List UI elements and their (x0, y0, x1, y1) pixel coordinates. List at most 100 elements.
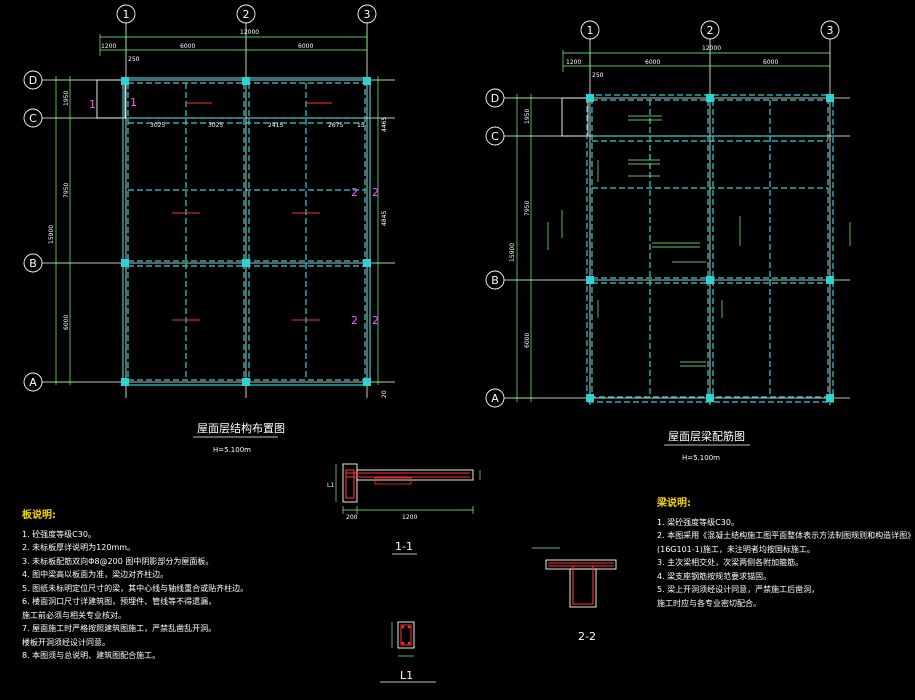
dimension-text: 20 (381, 390, 388, 398)
dimension-text: 250 (128, 56, 140, 63)
section-2-2-detail: 2-2 (532, 547, 617, 643)
dimension-text: 2415 (268, 122, 283, 129)
left-axis-3-bubble: 3 (357, 4, 377, 24)
dimension-text: 15900 (48, 225, 55, 244)
dimension-text: 1200 (101, 43, 116, 50)
section-mark: 2 (351, 186, 358, 199)
axis-label: 3 (364, 8, 371, 21)
left-rebar-marks (172, 102, 332, 321)
left-plan-title: 屋面层结构布置图 (197, 421, 285, 435)
slab-notes: 板说明: 1. 砼强度等级C30。 2. 未标板厚详说明为120mm。 3. 未… (22, 509, 248, 663)
beam-notes: 梁说明: 1. 梁砼强度等级C30。 2. 本图采用《混凝土结构施工图平面整体表… (657, 497, 915, 610)
l1-beam-section-detail: L1 (380, 621, 436, 683)
right-beam-rebar-plan: 1 2 3 D C B A (485, 20, 851, 462)
beam-note-line: 5. 梁上开洞须经设计同意，严禁施工后凿洞， (657, 585, 820, 594)
dimension-text: 1200 (402, 514, 417, 521)
dimension-text: 6000 (645, 59, 660, 66)
slab-note-line: 8. 本图须与总说明、建筑图配合施工。 (22, 651, 161, 660)
left-grid-lines (42, 23, 395, 398)
dimension-text: 7950 (63, 183, 70, 198)
right-plan-elevation: H=5.100m (682, 454, 720, 462)
dimension-text: 3025 (150, 122, 165, 129)
beam-note-line: 4. 梁支座钢筋按规范要求锚固。 (657, 571, 772, 581)
dimension-text: 6000 (298, 43, 313, 50)
dimension-text: 6000 (524, 333, 531, 348)
axis-label: C (491, 130, 499, 143)
right-axis-3-bubble: 3 (820, 20, 840, 40)
section-mark: 2 (372, 314, 379, 327)
right-axis-D-bubble: D (485, 88, 505, 108)
slab-note-line: 3. 未标板配筋双向Φ8@200 图中阴影部分为屋面板。 (22, 556, 214, 566)
section-mark: 1 (89, 98, 96, 111)
slab-note-line: 6. 楼面洞口尺寸详建筑图，预埋件、管线等不得遗漏， (22, 597, 217, 606)
right-axis-C-bubble: C (485, 126, 505, 146)
left-section-marks: 1 1 2 2 2 2 (89, 96, 379, 327)
right-plan-title: 屋面层梁配筋图 (668, 429, 745, 443)
slab-note-line: 7. 屋面施工时严格按照建筑图施工，严禁乱凿乱开洞。 (22, 624, 217, 633)
axis-label: A (29, 376, 37, 389)
dimension-text: 1200 (566, 59, 581, 66)
right-axis-B-bubble: B (485, 270, 505, 290)
detail-l1-label: L1 (400, 669, 413, 682)
dimension-text: 3025 (208, 122, 223, 129)
right-rebar-annotation-marks (547, 115, 851, 367)
slab-note-line: 4. 图中梁高以板面为准，梁边对齐柱边。 (22, 570, 169, 579)
beam-note-line: 施工时应与各专业密切配合。 (657, 598, 761, 608)
section-mark: 1 (130, 96, 137, 109)
left-axis-1-bubble: 1 (116, 4, 136, 24)
axis-label: B (491, 274, 499, 287)
dimension-text: 7950 (524, 201, 531, 216)
beam-note-line: (16G101-1)施工，未注明者均按国标施工。 (657, 544, 815, 554)
axis-label: 3 (827, 24, 834, 37)
left-axis-A-bubble: A (23, 372, 43, 392)
dimension-text: 6000 (180, 43, 195, 50)
axis-label: B (29, 257, 37, 270)
slab-note-line: 施工前必须与相关专业核对。 (22, 610, 126, 620)
section-mark: 2 (372, 186, 379, 199)
dimension-text: 4465 (381, 117, 388, 132)
dimension-text: 250 (592, 72, 604, 79)
slab-note-line: 楼板开洞须经设计同意。 (22, 637, 110, 647)
cad-drawing-canvas: .grid { stroke:#ffffff; stroke-width:0.8… (23, 4, 851, 683)
dimension-text: 6000 (63, 315, 70, 330)
beam-note-line: 1. 梁砼强度等级C30。 (657, 517, 739, 527)
dimension-text: 15900 (509, 243, 516, 262)
right-top-dimensions: 12000 1200 6000 6000 250 (562, 45, 831, 79)
left-right-dimensions: 4465 4845 20 (374, 76, 388, 398)
axis-label: 1 (123, 8, 130, 21)
dimension-text: 1950 (524, 109, 531, 124)
axis-label: 2 (707, 24, 714, 37)
axis-label: 1 (587, 24, 594, 37)
section-1-1-label: 1-1 (395, 540, 413, 553)
axis-label: 2 (243, 8, 250, 21)
dimension-text: 1950 (63, 91, 70, 106)
left-plan-elevation: H=5.100m (213, 446, 251, 454)
left-structure-plan: 1 2 3 D C B A (23, 4, 395, 454)
axis-label: C (29, 112, 37, 125)
axis-label: A (491, 392, 499, 405)
slab-notes-heading: 板说明: (22, 510, 56, 521)
left-axis-C-bubble: C (23, 108, 43, 128)
dimension-text: L1 (327, 482, 334, 489)
dimension-text: 4845 (381, 211, 388, 226)
dimension-text: 6000 (763, 59, 778, 66)
slab-note-line: 2. 未标板厚详说明为120mm。 (22, 543, 136, 552)
right-axis-1-bubble: 1 (580, 20, 600, 40)
right-beams (561, 94, 834, 403)
right-axis-2-bubble: 2 (700, 20, 720, 40)
left-side-dimensions: 15900 1950 7950 6000 (48, 76, 74, 385)
axis-label: D (491, 92, 499, 105)
right-axis-A-bubble: A (485, 388, 505, 408)
dimension-text: 12000 (240, 29, 259, 36)
section-1-1-detail: 200 1200 L1 1-1 (327, 463, 481, 555)
right-grid-lines (504, 39, 850, 405)
slab-note-line: 5. 图纸未标明定位尺寸的梁，其中心线与轴线重合或贴齐柱边。 (22, 583, 249, 593)
section-mark: 2 (351, 314, 358, 327)
dimension-text: 12000 (702, 45, 721, 52)
left-axis-D-bubble: D (23, 70, 43, 90)
dimension-text: 200 (346, 514, 358, 521)
left-top-dimensions: 12000 1200 6000 6000 250 (99, 29, 368, 63)
beam-note-line: 2. 本图采用《混凝土结构施工图平面整体表示方法制图规则和构造详图》 (657, 531, 915, 540)
dimension-text: 15 (357, 122, 365, 129)
left-beams (96, 77, 371, 386)
